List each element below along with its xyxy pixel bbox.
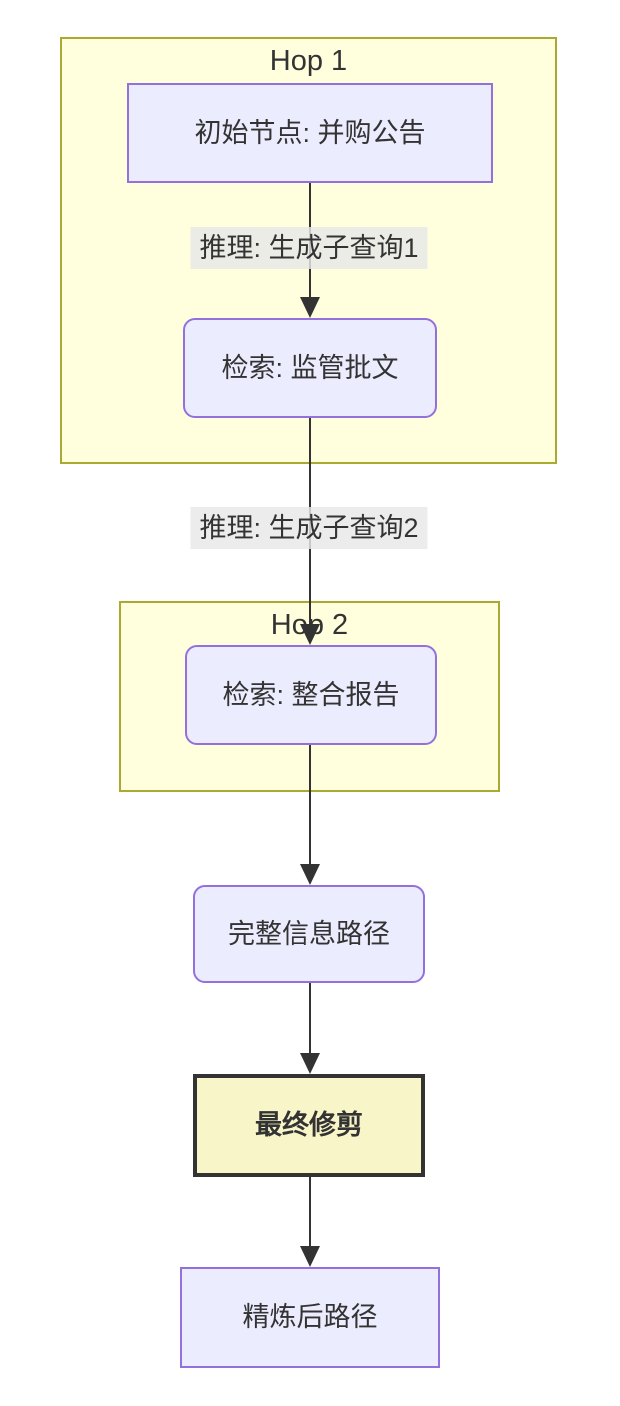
node-retrieve-integration-report: 检索: 整合报告: [185, 645, 437, 745]
node-refined-path: 精炼后路径: [180, 1267, 440, 1368]
edge-retrieve2-to-full-path: [309, 745, 311, 866]
arrowhead-down-icon: [300, 1246, 320, 1267]
edge-full-path-to-final-prune: [309, 983, 311, 1055]
node-initial-announcement: 初始节点: 并购公告: [127, 83, 493, 183]
node-final-prune: 最终修剪: [193, 1074, 425, 1177]
arrowhead-down-icon: [300, 864, 320, 885]
edge-label-subquery1: 推理: 生成子查询1: [190, 227, 428, 270]
edge-label-subquery2: 推理: 生成子查询2: [190, 507, 428, 550]
arrowhead-down-icon: [300, 624, 320, 645]
arrowhead-down-icon: [300, 1053, 320, 1074]
subgraph-hop1-title: Hop 1: [269, 45, 348, 77]
node-retrieve-regulatory-approval: 检索: 监管批文: [183, 318, 437, 418]
edge-final-prune-to-refined-path: [309, 1177, 311, 1248]
node-full-information-path: 完整信息路径: [193, 885, 425, 983]
arrowhead-down-icon: [300, 297, 320, 318]
